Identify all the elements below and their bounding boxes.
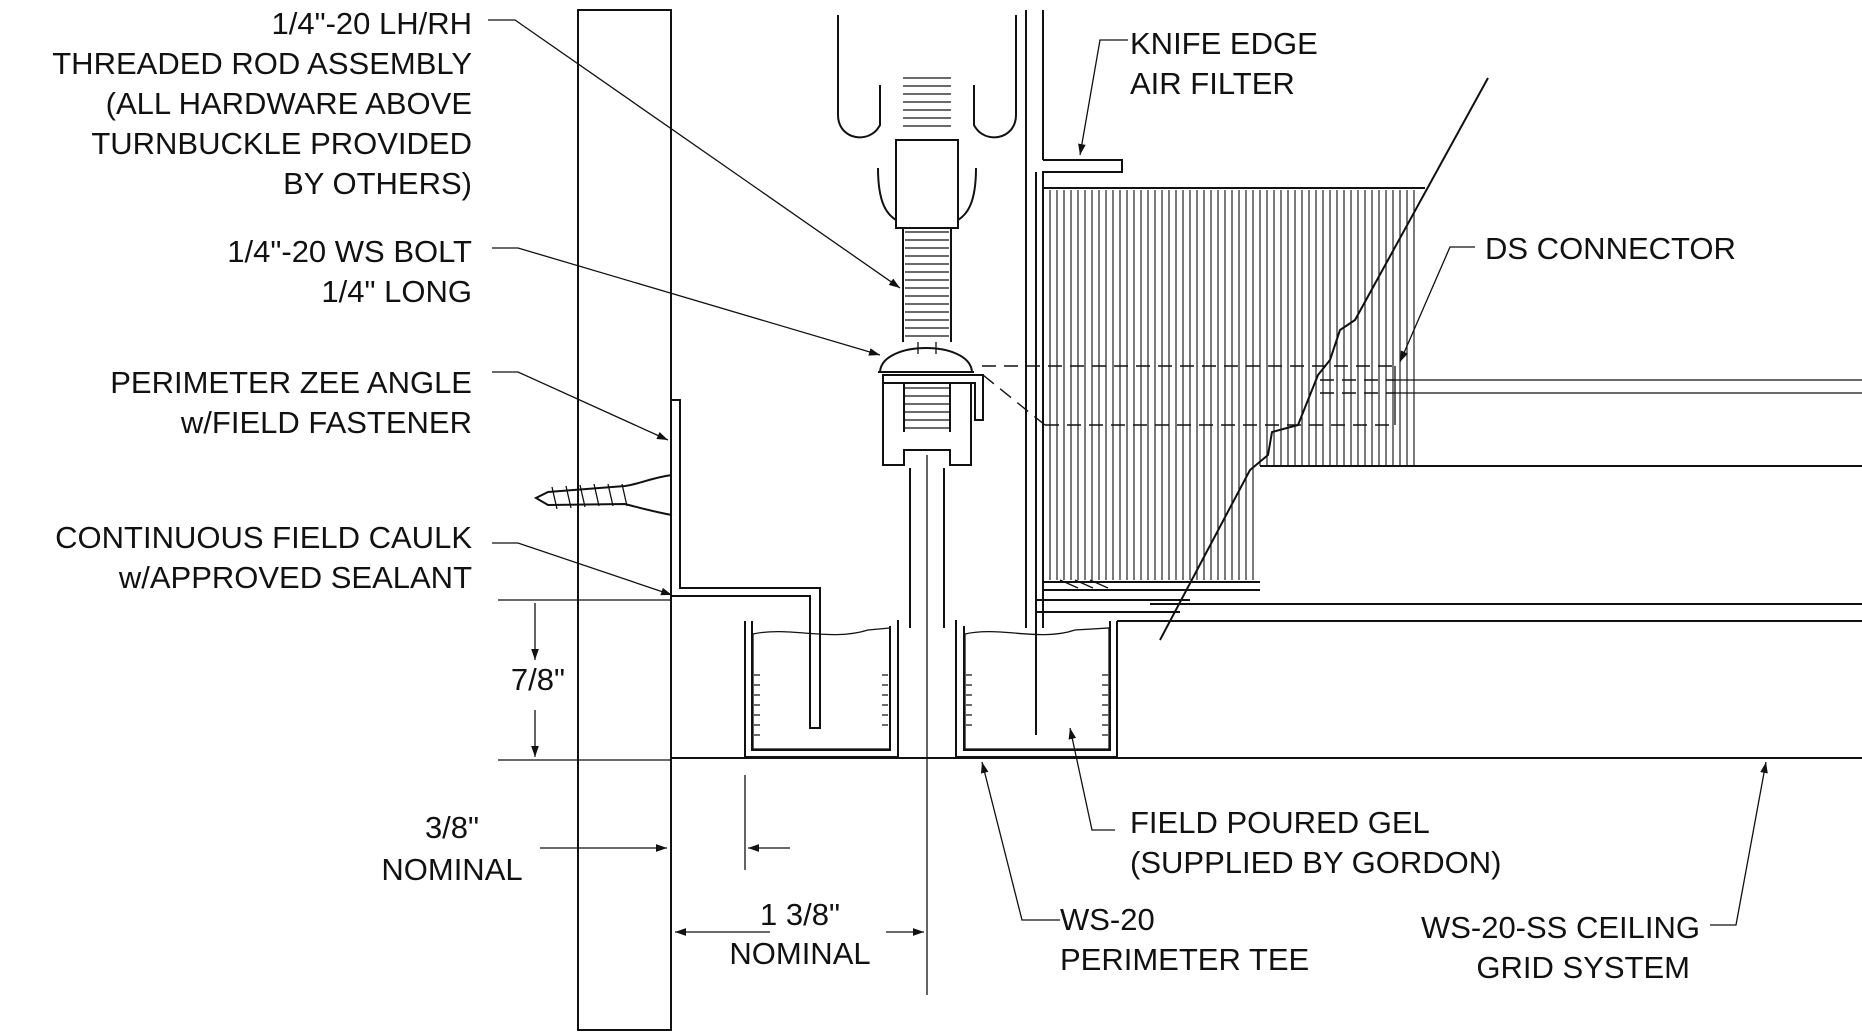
threaded-rod-assembly (837, 15, 1017, 342)
label-perimeter-tee-line1: WS-20 (1060, 902, 1155, 937)
label-gel-line2: (SUPPLIED BY GORDON) (1130, 845, 1502, 880)
dim-width-line2: NOMINAL (729, 936, 870, 971)
perimeter-zee-angle (672, 399, 821, 729)
label-ds-connector-line1: DS CONNECTOR (1485, 231, 1736, 266)
label-threaded-rod-line1: 1/4"-20 LH/RH (271, 6, 472, 41)
filter-media (1049, 190, 1415, 580)
perimeter-tee (672, 620, 1862, 759)
label-gel: FIELD POURED GEL (SUPPLIED BY GORDON) (1130, 805, 1502, 880)
dim-width-line1: 1 3/8" (760, 897, 840, 932)
label-grid-system-line1: WS-20-SS CEILING (1421, 910, 1700, 945)
label-grid-system: WS-20-SS CEILING GRID SYSTEM (1421, 910, 1700, 985)
filter-element (1043, 77, 1862, 641)
label-caulk-line1: CONTINUOUS FIELD CAULK (55, 520, 472, 555)
dim-gap-line1: 3/8" (425, 810, 479, 845)
ws-bolt (878, 342, 984, 466)
label-threaded-rod: 1/4"-20 LH/RH THREADED ROD ASSEMBLY (ALL… (52, 6, 472, 201)
label-ws-bolt: 1/4"-20 WS BOLT 1/4" LONG (227, 234, 472, 309)
dim-gap-line2: NOMINAL (381, 852, 522, 887)
label-zee-angle: PERIMETER ZEE ANGLE w/FIELD FASTENER (110, 365, 472, 440)
label-gel-line1: FIELD POURED GEL (1130, 805, 1430, 840)
label-perimeter-tee: WS-20 PERIMETER TEE (1060, 902, 1309, 977)
label-knife-edge-line1: KNIFE EDGE (1130, 26, 1318, 61)
dim-height-label: 7/8" (511, 662, 565, 697)
air-filter-frame (1025, 10, 1190, 735)
label-ws-bolt-line1: 1/4"-20 WS BOLT (227, 234, 472, 269)
hanger-stem (909, 455, 945, 995)
dimension-gap: 3/8" NOMINAL (381, 775, 790, 887)
leader-lines (488, 19, 1768, 926)
dimension-width: 1 3/8" NOMINAL (675, 897, 924, 971)
ds-connector (982, 365, 1862, 426)
label-knife-edge: KNIFE EDGE AIR FILTER (1130, 26, 1318, 101)
field-fastener (533, 474, 673, 516)
label-threaded-rod-line2: THREADED ROD ASSEMBLY (52, 46, 472, 81)
dimension-height: 7/8" (498, 599, 672, 761)
label-perimeter-tee-line2: PERIMETER TEE (1060, 942, 1309, 977)
label-ds-connector: DS CONNECTOR (1485, 231, 1736, 266)
label-ws-bolt-line2: 1/4" LONG (321, 274, 472, 309)
label-zee-angle-line1: PERIMETER ZEE ANGLE (110, 365, 472, 400)
concrete-wall (577, 9, 672, 1031)
label-threaded-rod-line3: (ALL HARDWARE ABOVE (106, 86, 472, 121)
field-poured-gel (752, 627, 1110, 750)
label-caulk-line2: w/APPROVED SEALANT (118, 560, 472, 595)
label-zee-angle-line2: w/FIELD FASTENER (180, 405, 472, 440)
label-threaded-rod-line4: TURNBUCKLE PROVIDED (91, 126, 472, 161)
label-caulk: CONTINUOUS FIELD CAULK w/APPROVED SEALAN… (55, 520, 472, 595)
label-knife-edge-line2: AIR FILTER (1130, 66, 1295, 101)
label-threaded-rod-line5: BY OTHERS) (283, 166, 472, 201)
label-grid-system-line2: GRID SYSTEM (1476, 950, 1690, 985)
